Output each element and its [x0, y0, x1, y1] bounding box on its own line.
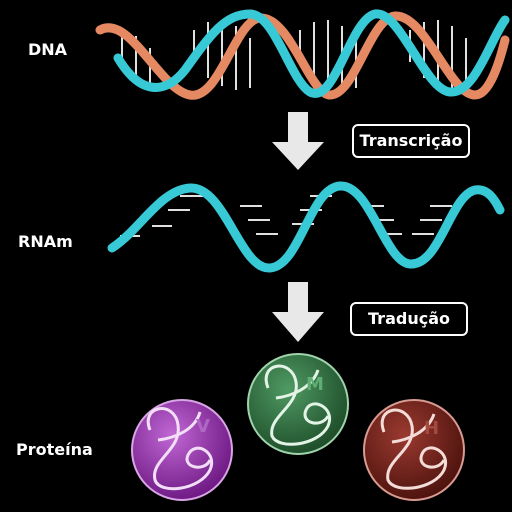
- mrna-single-strand-icon: [107, 181, 505, 273]
- translation-label: Tradução: [368, 309, 450, 328]
- protein-letter: H: [424, 418, 439, 439]
- protein-m: M: [247, 353, 349, 455]
- transcription-step-box: Transcrição: [352, 124, 470, 158]
- down-arrow-icon: [272, 112, 324, 170]
- rna-bases: [120, 195, 452, 237]
- protein-ribbon-icon: [380, 408, 448, 490]
- dna-label: DNA: [28, 40, 68, 59]
- protein-letter: V: [196, 416, 210, 437]
- protein-h: H: [363, 399, 465, 501]
- protein-letter: M: [306, 374, 324, 395]
- protein-ribbon-icon: [146, 407, 214, 491]
- rna-label: RNAm: [18, 232, 73, 251]
- transcription-label: Transcrição: [359, 131, 463, 150]
- down-arrow-icon: [272, 282, 324, 342]
- rna-strand: [107, 181, 505, 273]
- dna-strand-cyan: [113, 9, 510, 98]
- protein-label: Proteína: [16, 440, 93, 459]
- protein-ribbon-icon: [264, 364, 332, 446]
- protein-v: V: [131, 399, 233, 501]
- translation-step-box: Tradução: [350, 302, 468, 336]
- dna-double-helix-icon: [95, 9, 510, 100]
